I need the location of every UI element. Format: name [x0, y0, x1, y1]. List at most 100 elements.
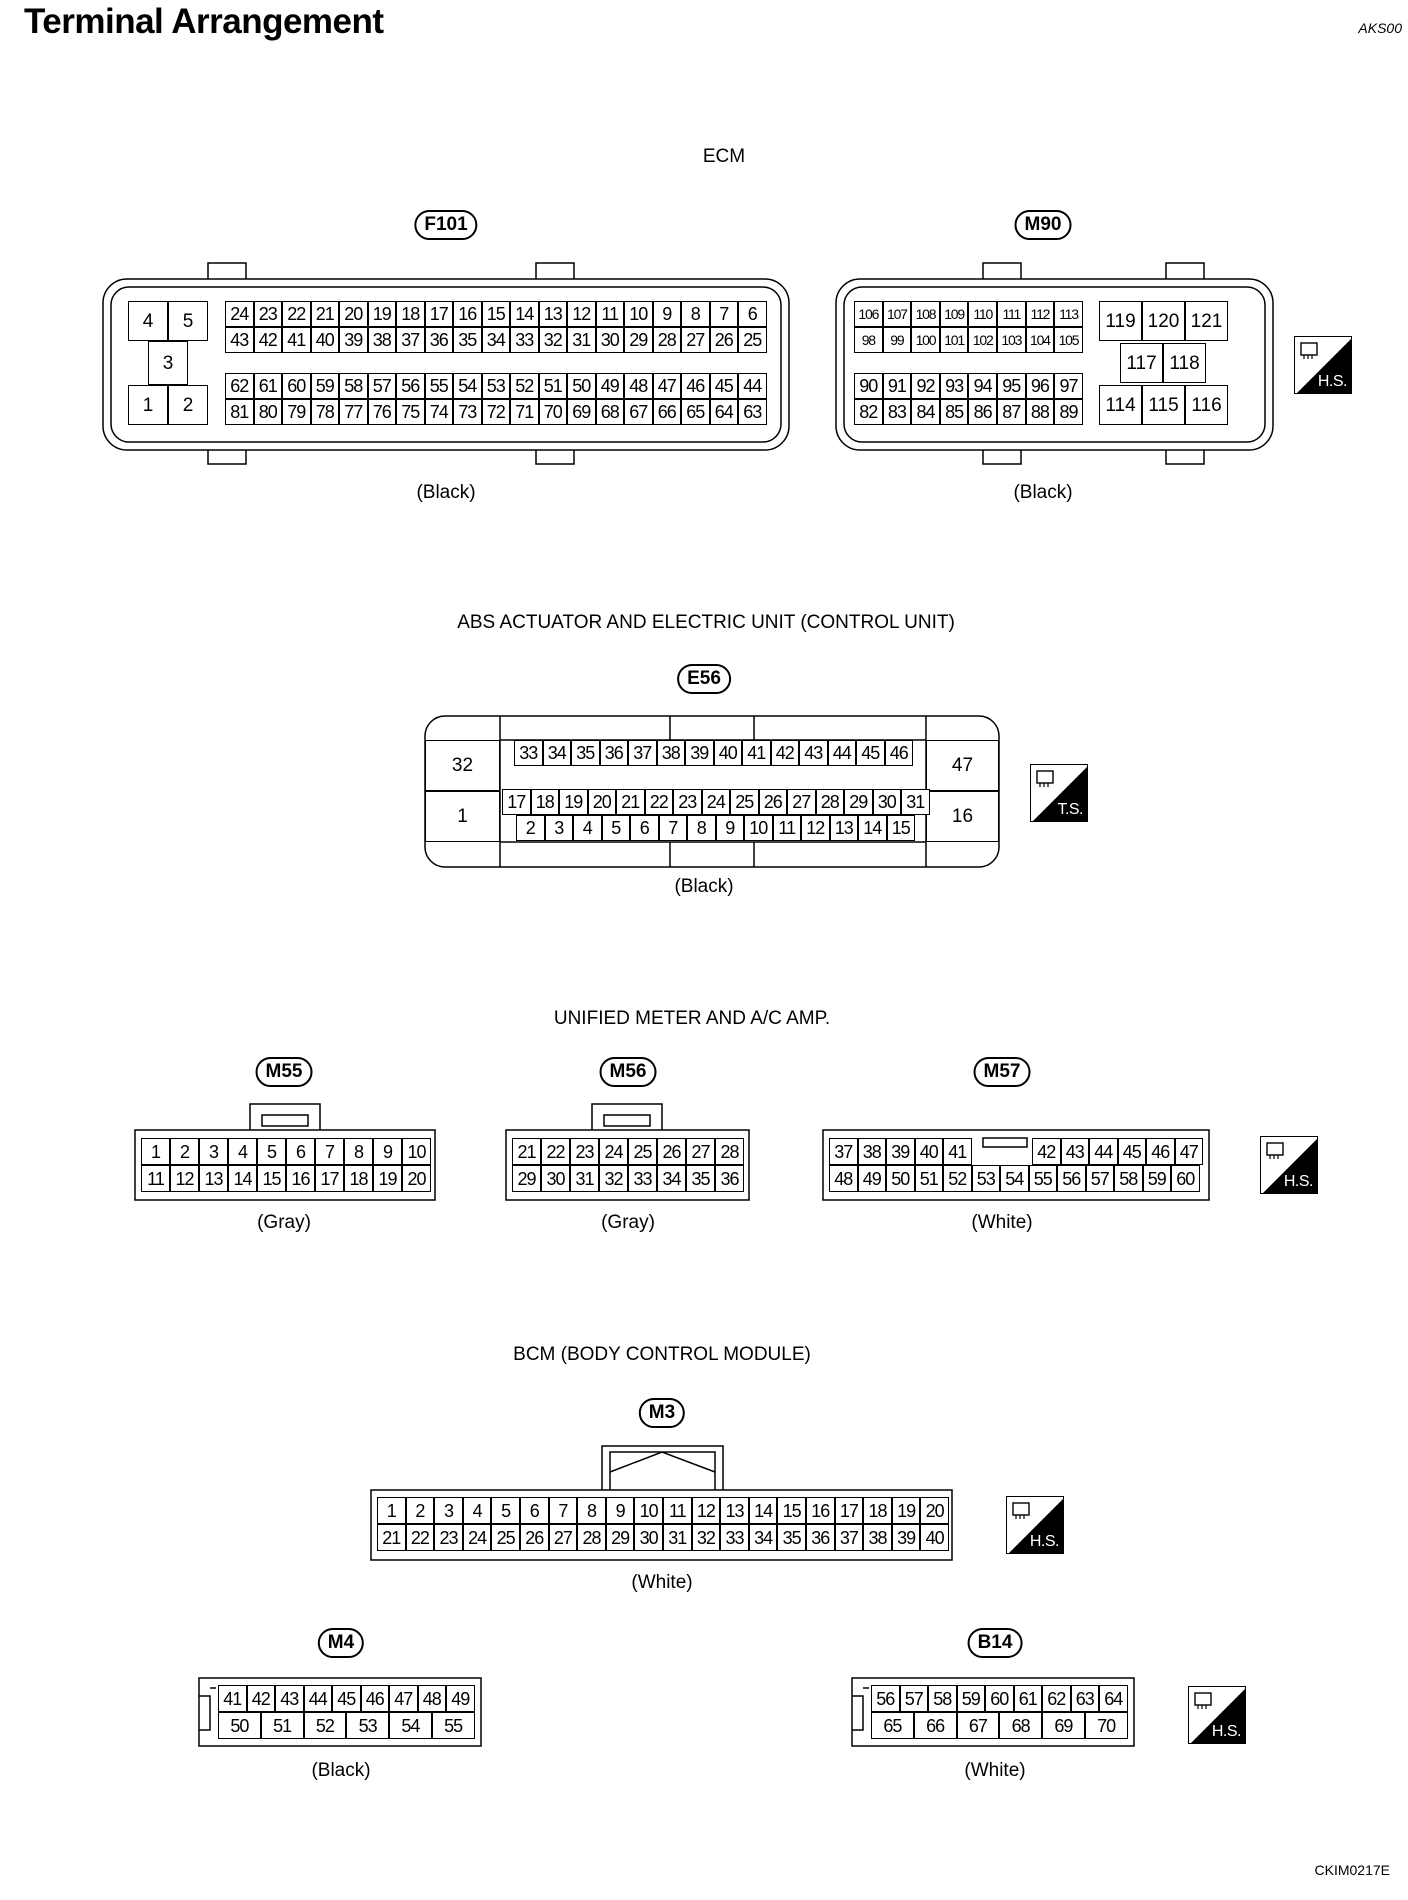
e56-terminal: 12 — [801, 815, 830, 841]
e56-terminal: 29 — [844, 789, 873, 815]
m4-terminal: 50 — [218, 1712, 261, 1739]
f101-terminal: 59 — [310, 373, 339, 399]
m55-terminal: 9 — [373, 1138, 402, 1165]
f101-terminal: 56 — [396, 373, 425, 399]
connector-id-m3: M3 — [638, 1398, 686, 1428]
f101-terminal: 61 — [253, 373, 282, 399]
e56-terminal: 6 — [630, 815, 659, 841]
hs-symbol-bcm-m3: H.S. — [1006, 1496, 1064, 1554]
f101-terminal: 28 — [652, 327, 681, 353]
e56-terminal: 25 — [730, 789, 759, 815]
m90-terminal: 95 — [997, 373, 1026, 399]
e56-terminal: 45 — [856, 740, 885, 766]
f101-terminal: 58 — [339, 373, 368, 399]
e56-terminal: 21 — [616, 789, 645, 815]
m3-terminal: 17 — [834, 1497, 864, 1524]
m3-terminal: 7 — [548, 1497, 578, 1524]
m90-terminal: 116 — [1185, 385, 1228, 425]
b14-terminal: 62 — [1042, 1685, 1071, 1712]
f101-terminal: 32 — [538, 327, 567, 353]
m55-terminal: 1 — [141, 1138, 170, 1165]
e56-terminal: 36 — [599, 740, 628, 766]
f101-terminal: 46 — [681, 373, 710, 399]
m55-terminal: 8 — [344, 1138, 373, 1165]
color-label-m4: (Black) — [311, 1760, 371, 1781]
m3-terminal: 29 — [605, 1524, 635, 1551]
m90-terminal: 84 — [911, 399, 940, 425]
e56-terminal: 33 — [514, 740, 543, 766]
m4-terminal: 52 — [303, 1712, 347, 1739]
m57-terminal: 48 — [829, 1165, 858, 1192]
m56-terminal: 29 — [512, 1165, 541, 1192]
m56-terminal: 21 — [512, 1138, 541, 1165]
color-label-m3: (White) — [631, 1572, 693, 1593]
m3-terminal: 24 — [462, 1524, 492, 1551]
m57-terminal: 42 — [1032, 1138, 1061, 1165]
m90-terminal: 100 — [911, 327, 940, 353]
m3-terminal: 27 — [548, 1524, 578, 1551]
f101-terminal: 77 — [339, 399, 368, 425]
abs-heading: ABS ACTUATOR AND ELECTRIC UNIT (CONTROL … — [457, 612, 955, 633]
m57-terminal: 49 — [857, 1165, 886, 1192]
f101-terminal: 42 — [253, 327, 282, 353]
m57-terminal: 52 — [943, 1165, 972, 1192]
e56-terminal: 46 — [884, 740, 913, 766]
f101-terminal: 38 — [367, 327, 396, 353]
b14-terminal: 67 — [956, 1712, 1000, 1739]
f101-terminal: 11 — [595, 301, 624, 327]
f101-terminal: 62 — [225, 373, 254, 399]
m57-terminal: 56 — [1057, 1165, 1086, 1192]
f101-terminal: 19 — [367, 301, 396, 327]
ts-symbol-abs: T.S. — [1030, 764, 1088, 822]
e56-terminal: 44 — [827, 740, 856, 766]
m55-terminal: 7 — [315, 1138, 344, 1165]
connector-symbol-icon — [1263, 1139, 1317, 1193]
m3-terminal: 40 — [920, 1524, 949, 1551]
f101-terminal: 49 — [595, 373, 624, 399]
m3-terminal: 22 — [405, 1524, 435, 1551]
b14-terminal: 70 — [1084, 1712, 1128, 1739]
m55-terminal: 18 — [344, 1165, 373, 1192]
m4-terminal: 46 — [360, 1685, 389, 1712]
f101-terminal: 40 — [310, 327, 339, 353]
m3-terminal: 5 — [491, 1497, 520, 1524]
f101-terminal: 17 — [424, 301, 453, 327]
e56-terminal: 30 — [872, 789, 901, 815]
f101-terminal: 37 — [396, 327, 425, 353]
m90-terminal: 121 — [1185, 301, 1228, 341]
f101-terminal: 4 — [128, 301, 168, 341]
e56-terminal: 8 — [687, 815, 716, 841]
m3-terminal: 28 — [577, 1524, 606, 1551]
m90-terminal: 107 — [882, 301, 912, 327]
f101-terminal: 57 — [367, 373, 396, 399]
m90-terminal: 114 — [1099, 385, 1142, 425]
connector-id-m4: M4 — [317, 1628, 365, 1658]
e56-terminal: 5 — [601, 815, 630, 841]
connector-id-e56: E56 — [677, 664, 731, 694]
e56-terminal: 42 — [770, 740, 799, 766]
m56-terminal: 33 — [628, 1165, 657, 1192]
m90-terminal: 112 — [1025, 301, 1055, 327]
m56-terminal: 23 — [570, 1138, 599, 1165]
f101-terminal: 71 — [510, 399, 539, 425]
e56-terminal: 40 — [713, 740, 742, 766]
m4-terminal: 48 — [417, 1685, 446, 1712]
e56-terminal: 4 — [573, 815, 602, 841]
m90-terminal: 101 — [939, 327, 969, 353]
f101-terminal: 35 — [453, 327, 482, 353]
m90-terminal: 111 — [997, 301, 1026, 327]
f101-terminal: 68 — [595, 399, 624, 425]
f101-terminal: 12 — [567, 301, 596, 327]
e56-terminal: 24 — [701, 789, 730, 815]
m90-terminal: 110 — [968, 301, 997, 327]
m3-terminal: 15 — [777, 1497, 806, 1524]
m57-terminal: 46 — [1146, 1138, 1175, 1165]
e56-terminal: 17 — [502, 789, 531, 815]
e56-terminal: 38 — [656, 740, 685, 766]
m4-terminal: 42 — [246, 1685, 275, 1712]
f101-terminal: 72 — [481, 399, 510, 425]
m3-terminal: 9 — [605, 1497, 635, 1524]
m90-terminal: 104 — [1025, 327, 1055, 353]
m55-terminal: 4 — [228, 1138, 257, 1165]
m3-terminal: 16 — [806, 1497, 835, 1524]
